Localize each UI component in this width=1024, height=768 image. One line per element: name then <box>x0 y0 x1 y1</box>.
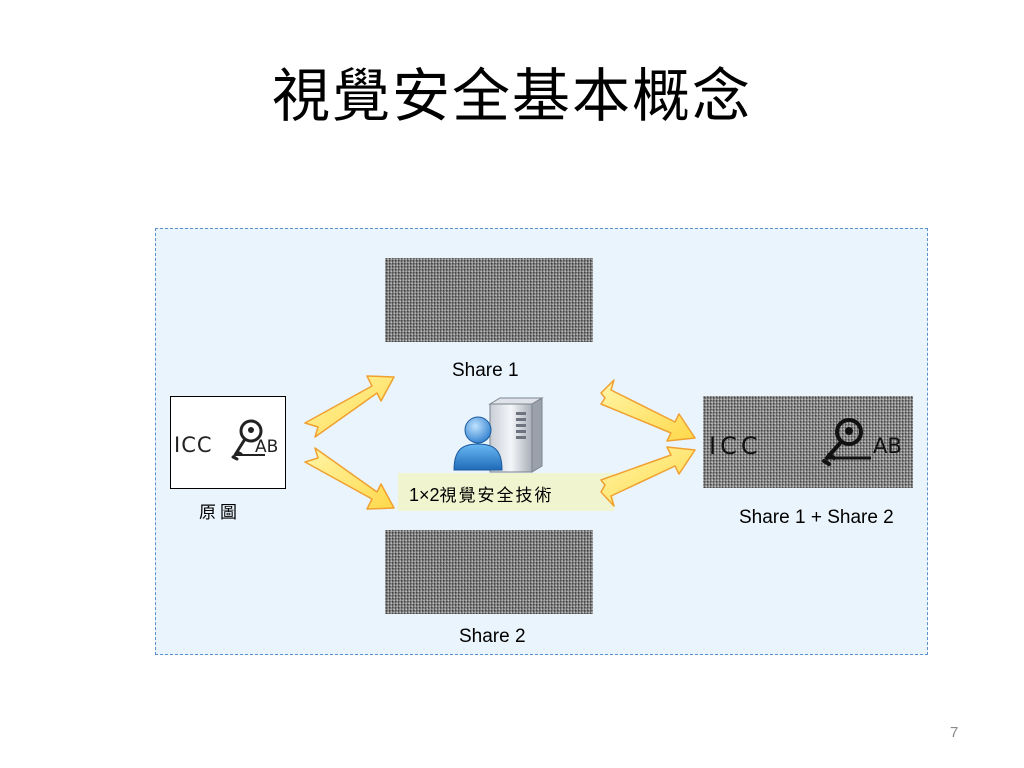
share1-image <box>385 258 593 342</box>
technique-box <box>398 473 614 511</box>
technique-number: 1×2 <box>409 485 440 505</box>
slide-title: 視覺安全基本概念 <box>271 62 752 130</box>
arrow-icon <box>600 446 696 507</box>
server-icon <box>488 397 544 473</box>
technique-text: 視覺安全技術 <box>439 486 554 506</box>
arrow-icon <box>304 375 395 438</box>
page-number: 7 <box>950 724 959 741</box>
result-logo-right-text: AB <box>873 434 902 458</box>
share2-image <box>385 530 593 614</box>
technique-label: 1×2視覺安全技術 <box>409 481 554 506</box>
user-server-icon <box>453 397 544 473</box>
original-image-label: 原圖 <box>199 503 241 523</box>
arrow-icon <box>304 447 395 510</box>
user-icon <box>453 416 503 471</box>
result-key-icon <box>822 418 871 466</box>
result-image: ICC AB <box>703 396 913 488</box>
logo-left-text: ICC <box>174 433 213 457</box>
result-label: Share 1 + Share 2 <box>739 507 894 528</box>
original-image: ICC AB <box>170 396 286 489</box>
logo-right-text: AB <box>255 437 279 457</box>
share2-label: Share 2 <box>459 626 526 647</box>
arrow-icon <box>600 379 696 442</box>
result-logo-left-text: ICC <box>709 432 762 460</box>
key-icon <box>231 419 265 461</box>
share1-label: Share 1 <box>452 360 519 381</box>
